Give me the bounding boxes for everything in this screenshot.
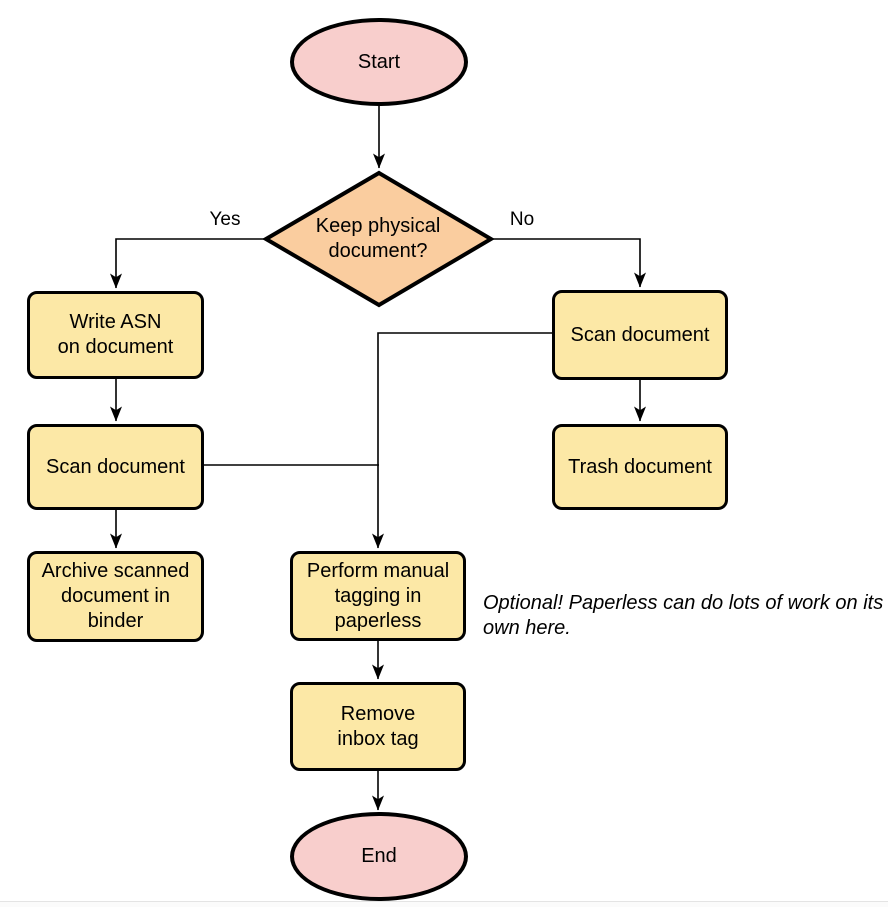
bottom-divider bbox=[0, 901, 888, 902]
node-archive-binder-label: Archive scanned document in binder bbox=[41, 560, 190, 632]
node-end: End bbox=[290, 812, 468, 901]
edge-label-no: No bbox=[509, 209, 535, 230]
edge-decision-yes-to-write-asn bbox=[110, 238, 264, 289]
node-remove-inbox-tag-label: Remove inbox tag bbox=[337, 702, 419, 750]
node-scan-document-left-label: Scan document bbox=[46, 455, 185, 478]
node-decision: Keep physical document? bbox=[262, 170, 494, 308]
node-scan-document-right-label: Scan document bbox=[570, 323, 710, 346]
node-manual-tagging: Perform manual tagging in paperless bbox=[290, 551, 466, 641]
edge-scan-right-to-tagging bbox=[372, 332, 552, 549]
node-start: Start bbox=[290, 18, 468, 106]
node-archive-binder: Archive scanned document in binder bbox=[27, 551, 204, 642]
optional-annotation: Optional! Paperless can do lots of work … bbox=[483, 592, 884, 639]
edge-label-yes: Yes bbox=[209, 209, 241, 230]
node-scan-document-left: Scan document bbox=[27, 424, 204, 510]
node-write-asn-label: Write ASN on document bbox=[57, 311, 174, 358]
node-trash-document: Trash document bbox=[552, 424, 728, 510]
node-scan-document-right: Scan document bbox=[552, 290, 728, 380]
node-trash-document-label: Trash document bbox=[568, 455, 712, 478]
node-decision-label: Keep physical document? bbox=[315, 215, 441, 262]
bottom-strip bbox=[0, 902, 888, 907]
node-write-asn: Write ASN on document bbox=[27, 291, 204, 379]
decision-diamond-shape bbox=[262, 170, 494, 308]
node-end-label: End bbox=[361, 845, 397, 867]
node-start-label: Start bbox=[357, 50, 401, 73]
node-manual-tagging-label: Perform manual tagging in paperless bbox=[306, 559, 450, 632]
edge-decision-no-to-scan-right bbox=[491, 238, 646, 288]
node-remove-inbox-tag: Remove inbox tag bbox=[290, 682, 466, 771]
